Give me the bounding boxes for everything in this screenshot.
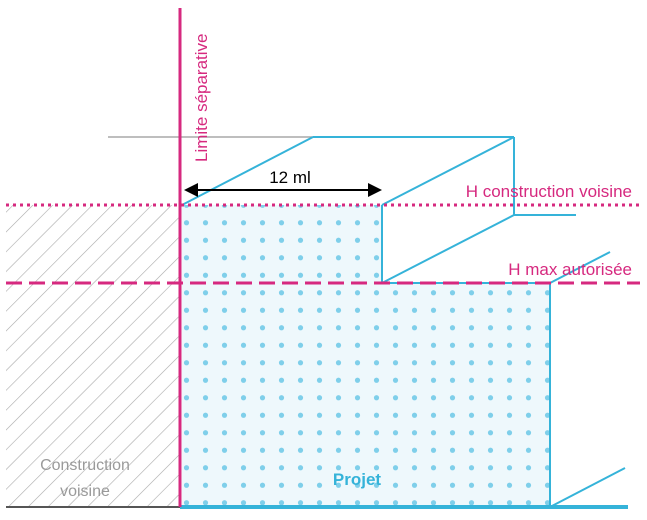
- arrow-right-icon: [368, 183, 382, 197]
- dimension-arrow: [184, 183, 382, 197]
- construction-voisine-label-line2: voisine: [60, 483, 110, 500]
- project-upper-dots: [182, 205, 382, 283]
- h-max-autorisee-label: H max autorisée: [508, 260, 632, 279]
- neighbour-hatch: [6, 205, 180, 507]
- dimension-label: 12 ml: [269, 168, 311, 187]
- arrow-left-icon: [184, 183, 198, 197]
- construction-voisine-label-line1: Construction: [40, 457, 130, 474]
- projet-label: Projet: [333, 470, 382, 489]
- project-lower-dots: [182, 283, 550, 507]
- project-upper-outline: [181, 136, 576, 284]
- neighbour-building: [6, 136, 313, 508]
- project-volume: [180, 136, 628, 509]
- limite-separative-label: Limite séparative: [192, 33, 211, 162]
- h-construction-voisine-label: H construction voisine: [466, 182, 632, 201]
